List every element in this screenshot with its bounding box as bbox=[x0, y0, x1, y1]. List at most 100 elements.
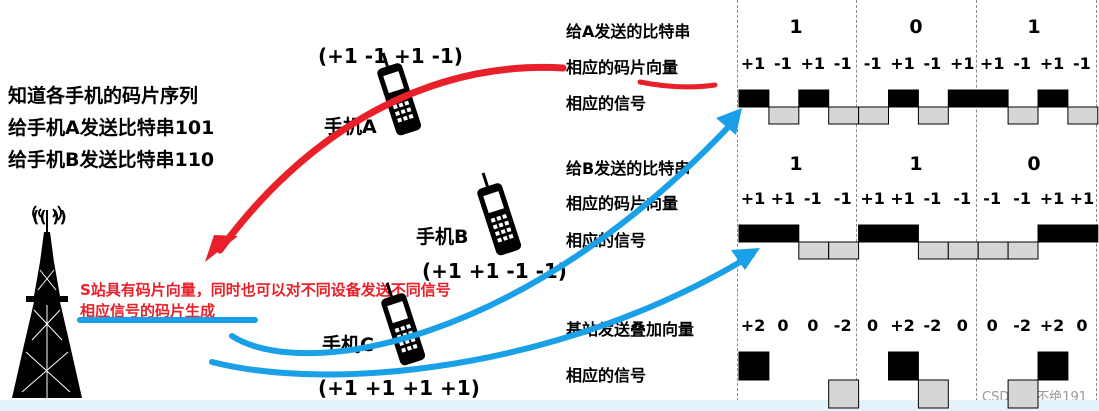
phone-c-code: (+1 +1 +1 +1) bbox=[318, 376, 480, 400]
signal-b-pulse bbox=[977, 241, 1009, 260]
a-chip-value: -1 bbox=[1073, 54, 1091, 73]
a-bits-label: 给A发送的比特串 bbox=[566, 22, 691, 41]
b-chip-value: +1 bbox=[1069, 189, 1095, 208]
phone-a-code: (+1 -1 +1 -1) bbox=[318, 44, 463, 68]
b-chip-value: +1 bbox=[740, 189, 766, 208]
a-chip-value: +1 bbox=[979, 54, 1005, 73]
sum-chip-value: 0 bbox=[807, 316, 819, 335]
blue-arrows bbox=[77, 117, 755, 378]
signal-a-pulse bbox=[738, 89, 770, 108]
a-chip-value: +1 bbox=[890, 54, 915, 73]
a-vector-label: 相应的码片向量 bbox=[566, 58, 679, 77]
signal-b-pulse bbox=[1067, 224, 1099, 243]
b-chip-value: -1 bbox=[833, 189, 852, 208]
signal-sum-waveform bbox=[738, 351, 1069, 409]
signal-a-pulse bbox=[888, 89, 919, 108]
a-chip-value: +1 bbox=[950, 54, 975, 73]
signal-b-pulse bbox=[858, 224, 889, 243]
signal-b-pulse bbox=[1037, 224, 1069, 243]
sum-chip-value: -2 bbox=[833, 316, 852, 335]
station-note-line1: S站具有码片向量，同时也可以对不同设备发送不同信号 bbox=[80, 281, 451, 299]
b-chip-value: -1 bbox=[1013, 189, 1031, 208]
b-chip-value: +1 bbox=[860, 189, 885, 208]
sum-signal-label: 相应的信号 bbox=[566, 366, 647, 385]
left-info-line2: 给手机A发送比特串101 bbox=[8, 117, 215, 139]
signal-sum-pulse bbox=[828, 379, 860, 409]
b-chip-value: -1 bbox=[803, 189, 822, 208]
signal-a-pulse bbox=[947, 89, 979, 108]
signal-b-pulse bbox=[947, 241, 979, 260]
signal-a-pulse bbox=[1007, 106, 1039, 125]
signal-b-pulse bbox=[828, 241, 860, 260]
sum-chip-value: -2 bbox=[923, 316, 942, 335]
b-bits-label: 给B发送的比特串 bbox=[566, 159, 691, 178]
phone-c-icon bbox=[381, 282, 426, 366]
blue-arrowhead-a bbox=[716, 108, 742, 135]
station-note: S站具有码片向量，同时也可以对不同设备发送不同信号 相应信号的码片生成 bbox=[80, 280, 451, 322]
signal-sum-pulse bbox=[738, 351, 770, 381]
sum-chip-value: -2 bbox=[1013, 316, 1031, 335]
b-chip-value: +1 bbox=[770, 189, 796, 208]
signal-b-pulse bbox=[798, 241, 830, 260]
a-chip-value: -1 bbox=[1013, 54, 1031, 73]
b-bit: 1 bbox=[909, 153, 923, 175]
a-chip-value: +1 bbox=[1039, 54, 1065, 73]
sum-chip-value: 0 bbox=[867, 316, 879, 335]
b-chip-value: -1 bbox=[953, 189, 972, 208]
b-chip-value: -1 bbox=[983, 189, 1002, 208]
b-chip-value: +1 bbox=[1039, 189, 1065, 208]
a-chip-value: -1 bbox=[774, 54, 792, 73]
signal-b-pulse bbox=[768, 224, 800, 243]
a-chip-value: -1 bbox=[863, 54, 882, 73]
svg-text:(( )): (( )) bbox=[32, 207, 67, 226]
signal-b-pulse bbox=[1007, 241, 1039, 260]
b-chip-value: +1 bbox=[890, 189, 915, 208]
a-chip-value: -1 bbox=[833, 54, 852, 73]
signal-sum-pulse bbox=[917, 379, 949, 409]
station-note-line2: 相应信号的码片生成 bbox=[80, 302, 216, 320]
phone-b-icon bbox=[477, 172, 522, 256]
sum-chip-value: +2 bbox=[1039, 316, 1065, 335]
sum-chip-value: +2 bbox=[890, 316, 915, 335]
sum-chip-value: +2 bbox=[740, 316, 766, 335]
tower-icon: (( )) bbox=[12, 205, 82, 398]
bit-divider-2 bbox=[856, 0, 857, 411]
bit-divider-4 bbox=[1096, 0, 1097, 411]
b-bit: 1 bbox=[789, 153, 803, 175]
a-bit: 0 bbox=[909, 16, 923, 38]
signal-b-pulse bbox=[888, 224, 919, 243]
b-bit: 0 bbox=[1027, 153, 1041, 175]
a-signal-label: 相应的信号 bbox=[566, 94, 647, 113]
left-info-line1: 知道各手机的码片序列 bbox=[8, 85, 199, 107]
bit-divider-3 bbox=[976, 0, 977, 411]
sum-chip-value: 0 bbox=[777, 316, 789, 335]
a-chip-value: -1 bbox=[923, 54, 942, 73]
b-chip-value: -1 bbox=[923, 189, 942, 208]
a-bit: 1 bbox=[1027, 16, 1041, 38]
sum-chip-value: 0 bbox=[1076, 316, 1088, 335]
signal-a-pulse bbox=[798, 89, 830, 108]
left-info-line3: 给手机B发送比特串110 bbox=[8, 149, 215, 171]
signal-a-waveform bbox=[738, 89, 1099, 125]
signal-b-pulse bbox=[917, 241, 949, 260]
bit-divider-1 bbox=[737, 0, 738, 411]
a-chip-value: +1 bbox=[800, 54, 826, 73]
red-arrow bbox=[205, 63, 718, 262]
signal-sum-pulse bbox=[888, 351, 919, 381]
signal-a-pulse bbox=[1037, 89, 1069, 108]
a-bit: 1 bbox=[789, 16, 803, 38]
sum-chip-value: 0 bbox=[956, 316, 968, 335]
sum-chip-value: 0 bbox=[986, 316, 998, 335]
signal-a-pulse bbox=[828, 106, 860, 125]
signal-a-pulse bbox=[858, 106, 889, 125]
signal-b-waveform bbox=[738, 224, 1099, 260]
blue-arrowhead-b bbox=[731, 248, 760, 270]
signal-b-pulse bbox=[738, 224, 770, 243]
b-signal-label: 相应的信号 bbox=[566, 231, 647, 250]
phone-b-label: 手机B bbox=[416, 226, 469, 248]
bottom-decoration bbox=[0, 400, 1099, 411]
signal-a-pulse bbox=[1067, 106, 1099, 125]
signal-a-pulse bbox=[917, 106, 949, 125]
a-chip-value: +1 bbox=[740, 54, 766, 73]
